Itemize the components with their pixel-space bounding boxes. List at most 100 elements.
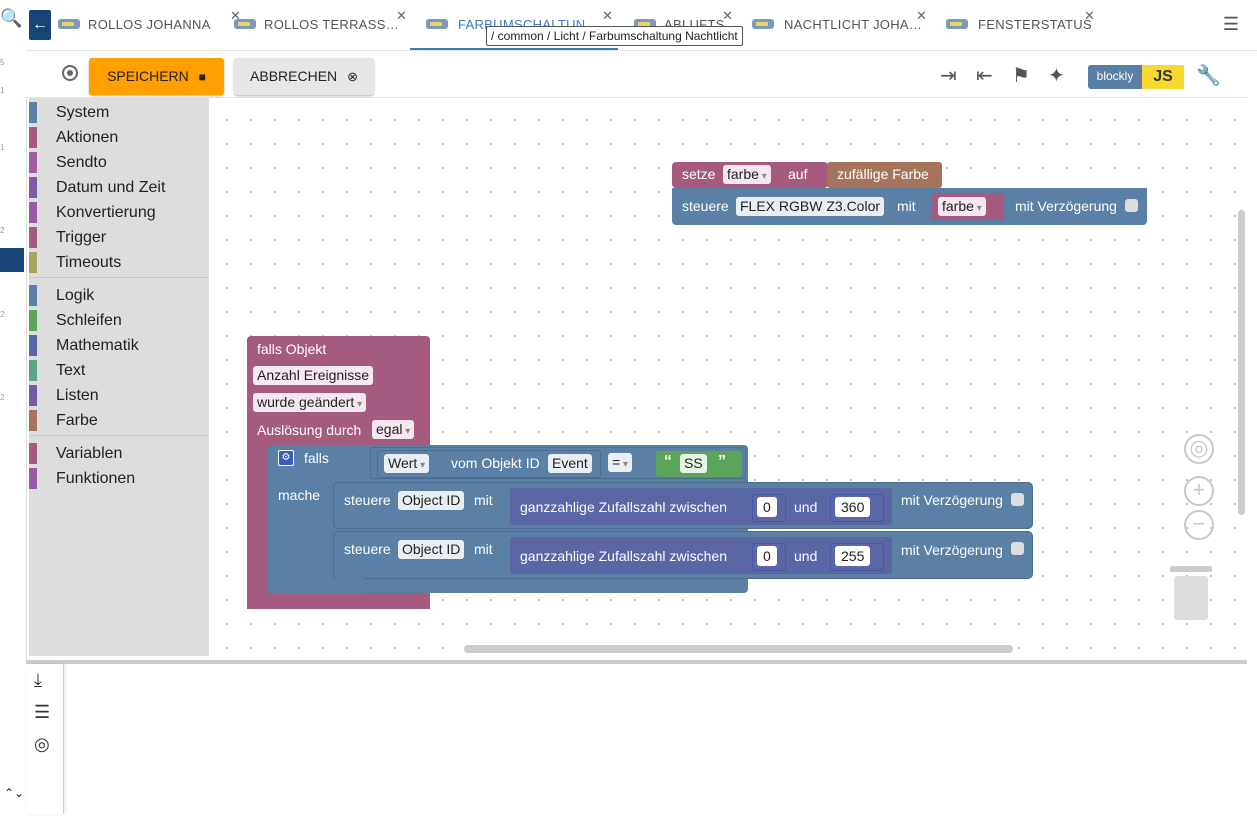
tab-fensterstatus[interactable]: FENSTERSTATUS ✕	[946, 0, 1096, 48]
block-text: mit Verzögerung	[901, 492, 1003, 508]
category-system[interactable]: System	[29, 100, 209, 125]
category-sendto[interactable]: Sendto	[29, 150, 209, 175]
block-text: und	[794, 499, 818, 515]
save-button[interactable]: SPEICHERN ■	[89, 58, 224, 95]
delay-checkbox[interactable]	[1011, 542, 1024, 555]
back-arrow-icon[interactable]: ←	[29, 10, 51, 40]
locate-icon[interactable]	[62, 65, 78, 81]
category-timeouts[interactable]: Timeouts	[29, 250, 209, 275]
number-block[interactable]: 0	[752, 543, 786, 571]
category-farbe[interactable]: Farbe	[29, 408, 209, 433]
close-icon[interactable]: ✕	[602, 8, 614, 23]
category-datum-und-zeit[interactable]: Datum und Zeit	[29, 175, 209, 200]
number-field[interactable]: 360	[835, 497, 871, 517]
menu-icon[interactable]: ☰	[1222, 14, 1239, 34]
category-variablen[interactable]: Variablen	[29, 441, 209, 466]
category-label: Variablen	[56, 445, 123, 462]
recenter-icon[interactable]: ◎	[1184, 434, 1214, 464]
category-trigger[interactable]: Trigger	[29, 225, 209, 250]
get-value-block[interactable]: Wert vom Objekt ID Event	[377, 450, 601, 478]
random-int-block[interactable]: ganzzahlige Zufallszahl zwischen 0 und 2…	[510, 537, 892, 574]
trash-icon[interactable]	[1170, 566, 1212, 622]
tab-rollos-johanna[interactable]: ROLLOS JOHANNA ✕	[58, 0, 242, 48]
variable-dropdown[interactable]: farbe	[938, 197, 986, 216]
import-icon[interactable]: ⇤	[976, 65, 993, 87]
number-field[interactable]: 255	[835, 546, 871, 566]
delay-checkbox[interactable]	[1125, 199, 1138, 212]
cancel-button[interactable]: ABBRECHEN ⊗	[234, 58, 374, 95]
save-label: SPEICHERN	[107, 68, 189, 84]
object-id-field[interactable]: Object ID	[398, 540, 465, 559]
trigger-by-dropdown[interactable]: egal	[372, 420, 415, 439]
object-id-field[interactable]: Anzahl Ereignisse	[253, 366, 374, 385]
object-id-field[interactable]: Event	[548, 454, 592, 473]
category-mathematik[interactable]: Mathematik	[29, 333, 209, 358]
panel-divider[interactable]	[26, 660, 1247, 664]
toolbox-separator	[29, 277, 209, 278]
category-logik[interactable]: Logik	[29, 283, 209, 308]
tab-tooltip: / common / Licht / Farbumschaltung Nacht…	[486, 26, 743, 46]
checkered-flag-icon[interactable]: ⚑	[1012, 65, 1030, 87]
number-block[interactable]: 0	[752, 494, 786, 522]
wrench-icon[interactable]: 🔧	[1196, 65, 1221, 87]
block-text: mit	[474, 541, 493, 557]
horizontal-scrollbar[interactable]	[464, 645, 1013, 653]
cancel-label: ABBRECHEN	[250, 68, 338, 84]
random-color-block[interactable]: zufällige Farbe	[827, 162, 942, 188]
zoom-in-icon[interactable]: +	[1184, 476, 1214, 506]
gear-icon[interactable]: ⚙	[278, 450, 294, 466]
variable-getter-block[interactable]: farbe	[932, 193, 1004, 220]
category-listen[interactable]: Listen	[29, 383, 209, 408]
block-text: setze	[682, 166, 716, 182]
close-icon[interactable]: ✕	[916, 8, 928, 23]
control-block[interactable]: steuere Object ID mit ganzzahlige Zufall…	[334, 532, 1032, 578]
tab-nachtlicht-johanna[interactable]: NACHTLICHT JOHA… ✕	[752, 0, 927, 48]
category-schleifen[interactable]: Schleifen	[29, 308, 209, 333]
selected-tree-item[interactable]	[0, 248, 24, 272]
vertical-scrollbar[interactable]	[1238, 210, 1245, 515]
object-id-field[interactable]: FLEX RGBW Z3.Color	[736, 197, 885, 216]
close-icon[interactable]: ✕	[1084, 8, 1096, 23]
trash-can	[1174, 576, 1208, 620]
sort-icon[interactable]: ⌃⌄	[4, 786, 25, 800]
control-block[interactable]: steuere FLEX RGBW Z3.Color mit farbe mit…	[672, 188, 1147, 225]
number-block[interactable]: 255	[830, 543, 884, 571]
category-text[interactable]: Text	[29, 358, 209, 383]
attribute-dropdown[interactable]: Wert	[384, 454, 430, 473]
blockly-icon	[946, 19, 968, 29]
number-field[interactable]: 0	[757, 546, 777, 566]
blockly-js-toggle[interactable]: blockly JS	[1088, 65, 1184, 89]
random-int-block[interactable]: ganzzahlige Zufallszahl zwischen 0 und 3…	[510, 488, 892, 525]
sparkle-icon[interactable]: ✦	[1048, 65, 1065, 87]
category-label: Text	[56, 362, 86, 379]
variable-dropdown[interactable]: farbe	[723, 165, 771, 184]
category-label: Funktionen	[56, 470, 136, 487]
blockly-workspace[interactable]: setze farbe auf zufällige Farbe steuere …	[209, 98, 1247, 656]
number-field[interactable]: 0	[757, 497, 777, 517]
scroll-to-bottom-icon[interactable]: ⤓	[34, 670, 42, 690]
condition-dropdown[interactable]: wurde geändert	[253, 393, 367, 412]
number-block[interactable]: 360	[830, 494, 884, 522]
close-icon[interactable]: ✕	[722, 8, 734, 23]
object-id-field[interactable]: Object ID	[398, 491, 465, 510]
category-funktionen[interactable]: Funktionen	[29, 466, 209, 491]
control-block[interactable]: steuere Object ID mit ganzzahlige Zufall…	[334, 483, 1032, 528]
tab-rollos-terrasse[interactable]: ROLLOS TERRASS… ✕	[234, 0, 414, 48]
category-label: Konvertierung	[56, 204, 156, 221]
delay-checkbox[interactable]	[1011, 493, 1024, 506]
text-block[interactable]: “ SS ”	[656, 451, 742, 477]
category-konvertierung[interactable]: Konvertierung	[29, 200, 209, 225]
text-field[interactable]: SS	[680, 454, 707, 473]
search-icon[interactable]: 🔍	[0, 8, 23, 28]
list-view-icon[interactable]: ☰	[34, 702, 51, 722]
category-label: Timeouts	[56, 254, 122, 271]
compare-block[interactable]: Wert vom Objekt ID Event = “ SS ”	[370, 447, 746, 479]
category-aktionen[interactable]: Aktionen	[29, 125, 209, 150]
close-icon[interactable]: ✕	[396, 8, 408, 23]
close-icon[interactable]: ✕	[230, 8, 242, 23]
zoom-out-icon[interactable]: −	[1184, 510, 1214, 540]
export-icon[interactable]: ⇥	[940, 65, 957, 87]
operator-dropdown[interactable]: =	[608, 453, 632, 472]
set-variable-block[interactable]: setze farbe auf	[672, 162, 828, 188]
eye-off-icon[interactable]: ◎	[34, 734, 50, 754]
